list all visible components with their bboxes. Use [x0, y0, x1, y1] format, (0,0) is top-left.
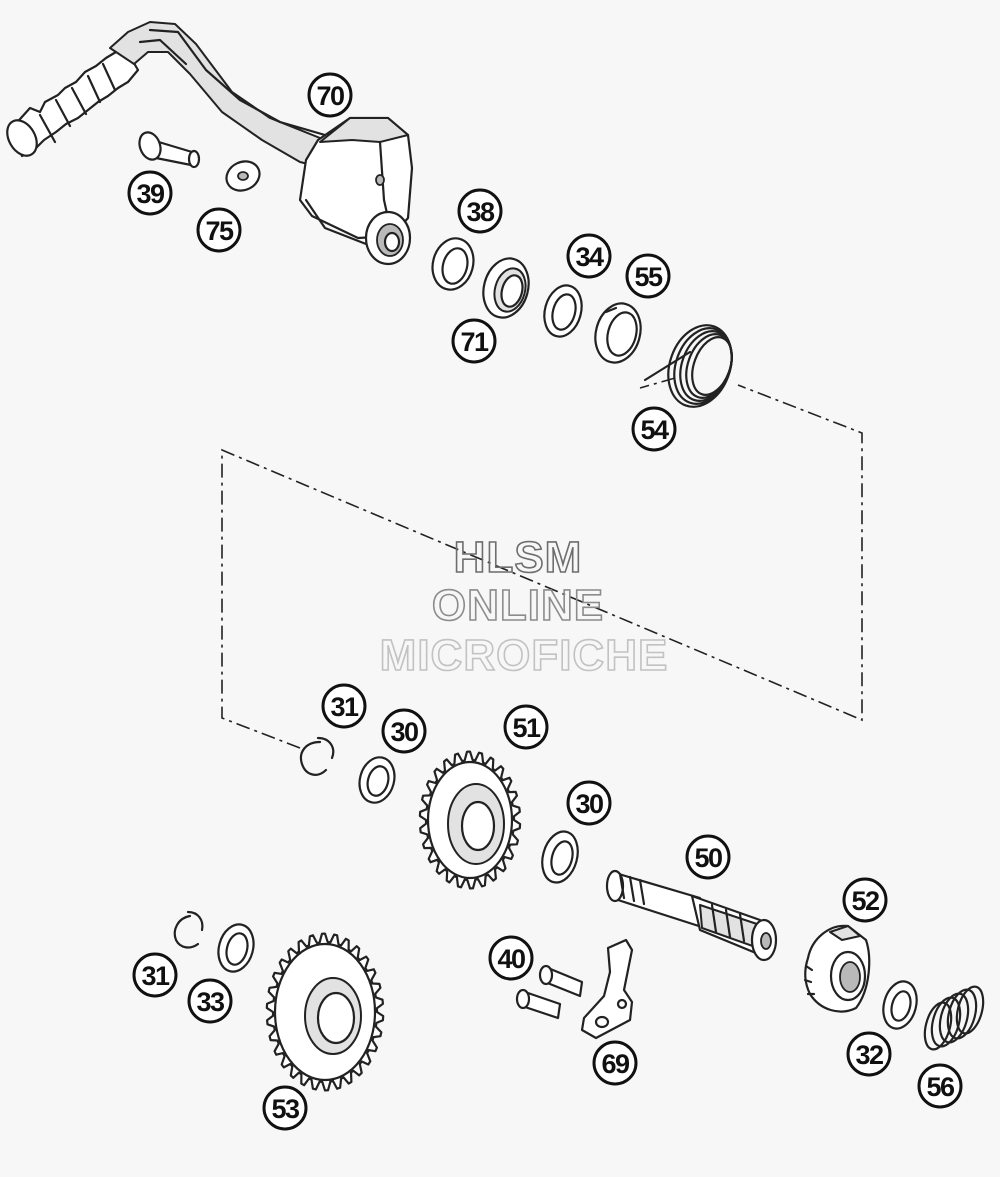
svg-text:55: 55	[634, 262, 663, 292]
svg-text:50: 50	[694, 843, 722, 873]
callout-31-upper: 31	[321, 683, 367, 729]
callout-71: 71	[451, 318, 497, 364]
washer-34	[543, 284, 583, 338]
callout-30-upper: 30	[381, 708, 427, 754]
callout-51: 51	[503, 704, 549, 750]
washer-33	[217, 923, 255, 973]
callout-55: 55	[625, 253, 671, 299]
watermark-line-1: HLSM	[454, 533, 583, 582]
callout-50: 50	[685, 834, 731, 880]
callout-69: 69	[592, 1040, 638, 1086]
callout-54: 54	[631, 406, 677, 452]
svg-text:56: 56	[926, 1072, 955, 1102]
svg-text:51: 51	[512, 713, 541, 743]
circlip-31-lower	[173, 910, 204, 949]
svg-text:40: 40	[497, 944, 525, 974]
svg-text:71: 71	[460, 327, 489, 357]
callout-40: 40	[488, 935, 534, 981]
svg-text:38: 38	[466, 197, 495, 227]
guide-plate-69	[580, 938, 634, 1040]
washer-75	[225, 160, 261, 192]
callout-39: 39	[127, 170, 173, 216]
callout-30-lower: 30	[566, 780, 612, 826]
intermediate-gear-53	[265, 932, 385, 1092]
watermark-line-2: ONLINE	[432, 581, 604, 630]
callout-56: 56	[917, 1063, 963, 1109]
svg-text:31: 31	[330, 692, 359, 722]
svg-text:52: 52	[851, 886, 879, 916]
callout-32: 32	[846, 1031, 892, 1077]
leader-frame-line	[221, 384, 863, 749]
svg-text:32: 32	[855, 1040, 883, 1070]
svg-text:53: 53	[271, 1094, 300, 1124]
callout-70: 70	[307, 72, 353, 118]
svg-text:31: 31	[141, 961, 170, 991]
watermark: HLSM ONLINE MICROFICHE	[379, 532, 669, 681]
callout-52: 52	[842, 877, 888, 923]
svg-text:34: 34	[575, 242, 604, 272]
watermark-line-3: MICROFICHE	[380, 631, 669, 680]
svg-text:69: 69	[601, 1049, 630, 1079]
bushing-38	[431, 237, 475, 291]
svg-text:30: 30	[390, 717, 418, 747]
spring-cover-55	[594, 302, 642, 364]
svg-text:75: 75	[205, 216, 234, 246]
screws-40	[515, 964, 584, 1020]
svg-text:39: 39	[136, 179, 165, 209]
compression-spring-56	[923, 985, 985, 1051]
washer-30-lower	[541, 830, 579, 884]
callout-34: 34	[566, 233, 612, 279]
callout-75: 75	[196, 207, 242, 253]
washer-30-upper	[358, 756, 396, 804]
kick-starter-gear-51	[418, 750, 522, 890]
kick-starter-spring-54	[643, 324, 733, 408]
kick-starter-shaft-50	[605, 869, 778, 962]
callout-31-lower: 31	[132, 952, 178, 998]
svg-text:54: 54	[640, 415, 669, 445]
circlip-31-upper	[299, 736, 335, 776]
callout-38: 38	[457, 188, 503, 234]
pin-39	[138, 131, 201, 169]
svg-text:70: 70	[316, 81, 344, 111]
callouts: 70 39 75 38 34 55 71 54	[127, 72, 963, 1131]
ratchet-52	[803, 924, 871, 1013]
svg-text:30: 30	[575, 789, 603, 819]
callout-33: 33	[187, 978, 233, 1024]
svg-text:33: 33	[196, 987, 225, 1017]
kick-starter-lever	[6, 21, 414, 266]
callout-53: 53	[262, 1085, 308, 1131]
washer-32	[882, 980, 918, 1030]
seal-ring-71	[482, 257, 530, 319]
